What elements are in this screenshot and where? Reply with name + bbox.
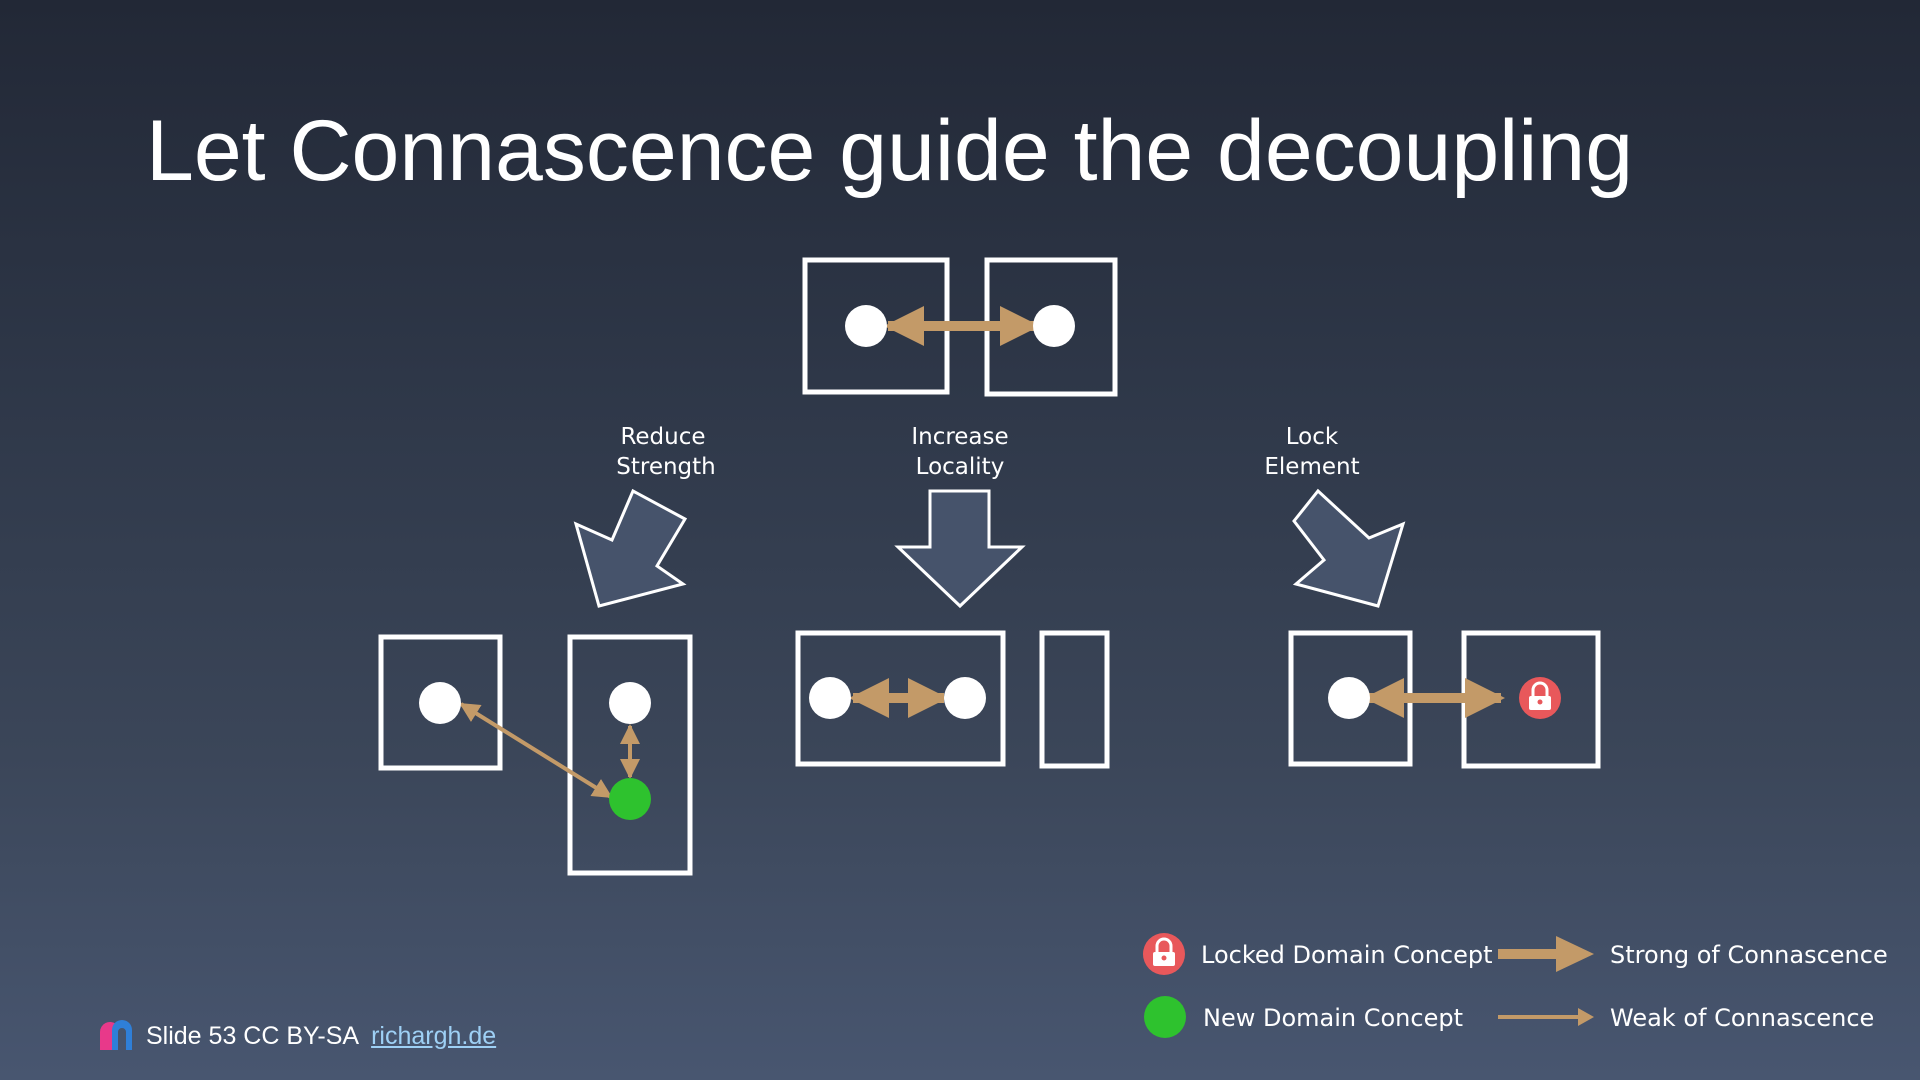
transform-caption: Element	[1264, 454, 1359, 480]
legend-label: Locked Domain Concept	[1201, 941, 1493, 969]
transform-increase-locality: Increase Locality	[894, 424, 1026, 609]
domain-concept-node	[1328, 677, 1370, 719]
transform-caption: Increase	[911, 424, 1008, 450]
legend-label: Strong of Connascence	[1610, 941, 1888, 969]
transform-arrow	[573, 488, 688, 608]
footer: Slide 53 CC BY-SA richargh.de	[98, 1020, 496, 1052]
legend-item-new: New Domain Concept	[1144, 996, 1463, 1038]
transform-lock-element: Lock Element	[1264, 424, 1406, 608]
result-reduce-strength	[378, 634, 693, 876]
footer-link[interactable]: richargh.de	[371, 1021, 497, 1050]
domain-concept-node	[809, 677, 851, 719]
transform-caption: Locality	[916, 454, 1005, 480]
weak-connascence-arrow	[459, 702, 613, 799]
original-module-pair	[802, 257, 1118, 397]
legend-item-strong: Strong of Connascence	[1498, 936, 1888, 972]
transform-caption: Lock	[1286, 424, 1339, 450]
lock-icon	[1519, 677, 1561, 719]
domain-concept-node	[944, 677, 986, 719]
new-domain-concept-node	[609, 778, 651, 820]
domain-concept-node	[845, 305, 887, 347]
result-lock-element	[1288, 630, 1601, 769]
transform-caption: Strength	[616, 454, 716, 480]
logo-icon	[100, 1020, 132, 1050]
transform-arrow	[1292, 488, 1406, 608]
legend-label: New Domain Concept	[1203, 1004, 1463, 1032]
result-increase-locality	[795, 630, 1110, 769]
module-box	[378, 634, 503, 771]
footer-text: Slide 53 CC BY-SA	[146, 1021, 360, 1050]
green-dot-icon	[1144, 996, 1186, 1038]
transform-arrow	[894, 489, 1026, 609]
legend-label: Weak of Connascence	[1610, 1004, 1874, 1032]
legend-item-weak: Weak of Connascence	[1498, 1004, 1874, 1032]
module-box	[795, 630, 1006, 767]
lock-icon	[1143, 933, 1185, 975]
domain-concept-node	[419, 682, 461, 724]
slide-title: Let Connascence guide the decoupling	[146, 103, 1634, 199]
domain-concept-node	[1033, 305, 1075, 347]
legend-item-locked: Locked Domain Concept	[1143, 933, 1493, 975]
transform-caption: Reduce	[620, 424, 705, 450]
legend: Locked Domain Concept New Domain Concept…	[1143, 933, 1888, 1038]
domain-concept-node	[609, 682, 651, 724]
transform-reduce-strength: Reduce Strength	[573, 424, 716, 608]
module-box	[1039, 630, 1110, 769]
